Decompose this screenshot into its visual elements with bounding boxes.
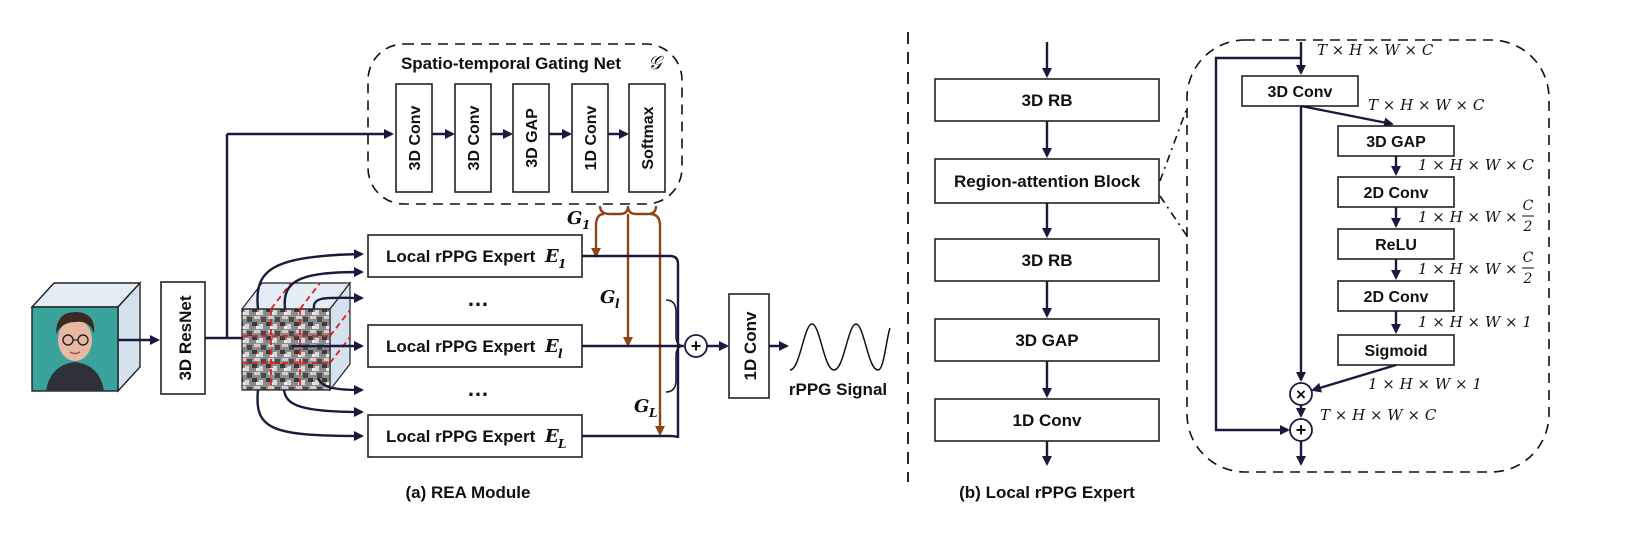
- expert-l-symbol: E: [544, 336, 559, 357]
- frac-1-num: C: [1523, 198, 1534, 214]
- expert-L-subscript: L: [557, 437, 566, 451]
- expert-1: Local rPPG Expert E 1: [367, 234, 583, 278]
- region-grid: [242, 282, 351, 390]
- region-attention-container: [1186, 39, 1550, 473]
- gating-layer-2: [454, 83, 492, 193]
- attn-relu-label: ReLU: [1375, 237, 1417, 254]
- head-conv-label: 1D Conv: [741, 311, 760, 381]
- rppg-waveform: [789, 323, 891, 371]
- expert-stack-block-3: [934, 238, 1160, 282]
- gating-layer-5-label: Softmax: [640, 106, 657, 169]
- panel-b: 3D RB Region-attention Block 3D RB 3D GA…: [934, 39, 1550, 502]
- expert-stack-label-1: 3D RB: [1021, 91, 1072, 110]
- expert-stack-block-1: [934, 78, 1160, 122]
- expert-stack-label-3: 3D RB: [1021, 251, 1072, 270]
- sum-symbol: +: [691, 336, 702, 356]
- gating-net-symbol: 𝒢: [648, 52, 665, 74]
- panel-a: 3D ResNet: [30, 43, 891, 502]
- gating-layer-3: [512, 83, 550, 193]
- expert-stack-label-4: 3D GAP: [1015, 331, 1078, 350]
- multiply-symbol: ×: [1296, 385, 1306, 404]
- expert-l-subscript: l: [558, 347, 563, 361]
- input-video-cube: [30, 281, 142, 393]
- gating-layer-1-label: 3D Conv: [407, 105, 424, 170]
- dim-after-conv2d-2: 1 × H × W × 1: [1418, 313, 1532, 331]
- attn-conv2d-2-block: [1337, 280, 1455, 312]
- attn-conv3d-block: [1241, 75, 1359, 107]
- output-label: rPPG Signal: [789, 380, 887, 399]
- zoom-line-bottom: [1159, 195, 1188, 237]
- attn-gap-label: 3D GAP: [1366, 134, 1426, 151]
- gate-1-subscript: 1: [582, 218, 590, 232]
- expert-1-subscript: 1: [558, 257, 566, 271]
- gating-net-title: Spatio-temporal Gating Net: [401, 54, 621, 73]
- expert-L-symbol: E: [544, 426, 559, 447]
- region-routing-arrows: [256, 249, 364, 441]
- residual-skip-line: [1214, 56, 1301, 435]
- expert-L-label: Local rPPG Expert: [386, 427, 536, 446]
- attn-conv2d-1-label: 2D Conv: [1364, 185, 1429, 202]
- frac-1-den: 2: [1523, 219, 1533, 235]
- attn-conv2d-2-label: 2D Conv: [1364, 289, 1429, 306]
- dim-after-sigmoid: 1 × H × W × 1: [1368, 375, 1482, 393]
- expert-1-symbol: E: [544, 246, 559, 267]
- frac-2-num: C: [1523, 250, 1534, 266]
- gating-net-container: [367, 43, 683, 205]
- expert-ellipsis-bottom: …: [467, 376, 489, 401]
- dim-after-conv2d-1: 1 × H × W ×: [1418, 208, 1518, 226]
- gating-layer-4-label: 1D Conv: [583, 105, 600, 170]
- expert-l: Local rPPG Expert E l: [367, 324, 583, 368]
- gating-layer-5: [628, 83, 666, 193]
- dim-after-gap: 1 × H × W × C: [1418, 156, 1534, 174]
- expert-output-lines: [582, 254, 685, 439]
- gating-layer-3-label: 3D GAP: [524, 108, 541, 168]
- gating-layers: 3D Conv 3D Conv 3D GAP 1D Conv Softmax: [395, 83, 666, 193]
- attn-relu-block: [1337, 228, 1455, 260]
- gate-L-subscript: L: [648, 406, 657, 420]
- caption-a: (a) REA Module: [406, 483, 531, 502]
- add-symbol: +: [1296, 420, 1307, 440]
- expert-L-box: [367, 414, 583, 458]
- expert-ellipsis-top: …: [467, 286, 489, 311]
- dim-output: T × H × W × C: [1320, 406, 1437, 424]
- expert-stack-label-2: Region-attention Block: [954, 172, 1141, 191]
- gating-layer-1: [395, 83, 433, 193]
- caption-b: (b) Local rPPG Expert: [959, 483, 1135, 502]
- gate-1-symbol: G: [567, 208, 582, 229]
- dim-after-conv: T × H × W × C: [1368, 96, 1485, 114]
- expert-stack-label-5: 1D Conv: [1013, 411, 1083, 430]
- expert-1-box: [367, 234, 583, 278]
- expert-l-box: [367, 324, 583, 368]
- attn-sigmoid-label: Sigmoid: [1364, 343, 1427, 360]
- expert-1-label: Local rPPG Expert: [386, 247, 536, 266]
- feature-cube: [240, 281, 352, 392]
- expert-stack-block-5: [934, 398, 1160, 442]
- attn-conv3d-label: 3D Conv: [1268, 84, 1333, 101]
- gate-l-subscript: l: [615, 297, 620, 311]
- frac-2-den: 2: [1523, 271, 1533, 287]
- gate-L-symbol: G: [634, 396, 649, 417]
- resnet-block: [160, 281, 206, 395]
- gating-layer-4: [571, 83, 609, 193]
- expert-l-label: Local rPPG Expert: [386, 337, 536, 356]
- gate-l-symbol: G: [600, 287, 615, 308]
- gating-layer-2-label: 3D Conv: [466, 105, 483, 170]
- gate-arrows: [591, 205, 665, 436]
- expert-L: Local rPPG Expert E L: [367, 414, 583, 458]
- zoom-line-top: [1159, 107, 1188, 182]
- dim-after-relu: 1 × H × W ×: [1418, 260, 1518, 278]
- dim-input: T × H × W × C: [1317, 41, 1434, 59]
- resnet-label: 3D ResNet: [176, 295, 195, 380]
- attn-gap-block: [1337, 125, 1455, 157]
